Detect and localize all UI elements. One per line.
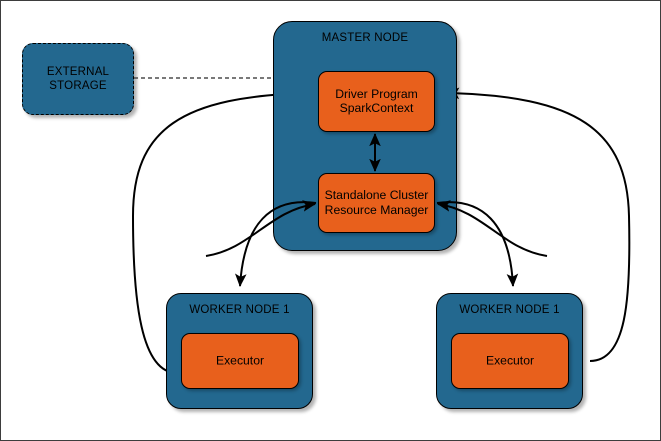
executor-right-label: Executor [485, 353, 535, 368]
external-storage-node[interactable]: EXTERNAL STORAGE [22, 43, 134, 115]
resource-manager-component[interactable]: Standalone Cluster Resource Manager [318, 173, 435, 233]
edge-resource-manager-to-worker-left [234, 201, 317, 287]
edge-worker-right-to-driver [446, 87, 631, 362]
resource-manager-label: Standalone Cluster Resource Manager [324, 188, 429, 217]
driver-program-label: Driver Program SparkContext [335, 86, 418, 116]
edge-worker-right-to-resource-manager [437, 200, 548, 257]
edge-worker-left-to-resource-manager [205, 200, 316, 257]
edge-worker-left-to-driver [131, 87, 312, 374]
executor-right-component[interactable]: Executor [451, 333, 569, 389]
executor-left-component[interactable]: Executor [181, 333, 299, 389]
driver-program-component[interactable]: Driver Program SparkContext [318, 71, 435, 132]
edge-resource-manager-to-worker-right [436, 201, 519, 287]
executor-left-label: Executor [215, 353, 265, 368]
